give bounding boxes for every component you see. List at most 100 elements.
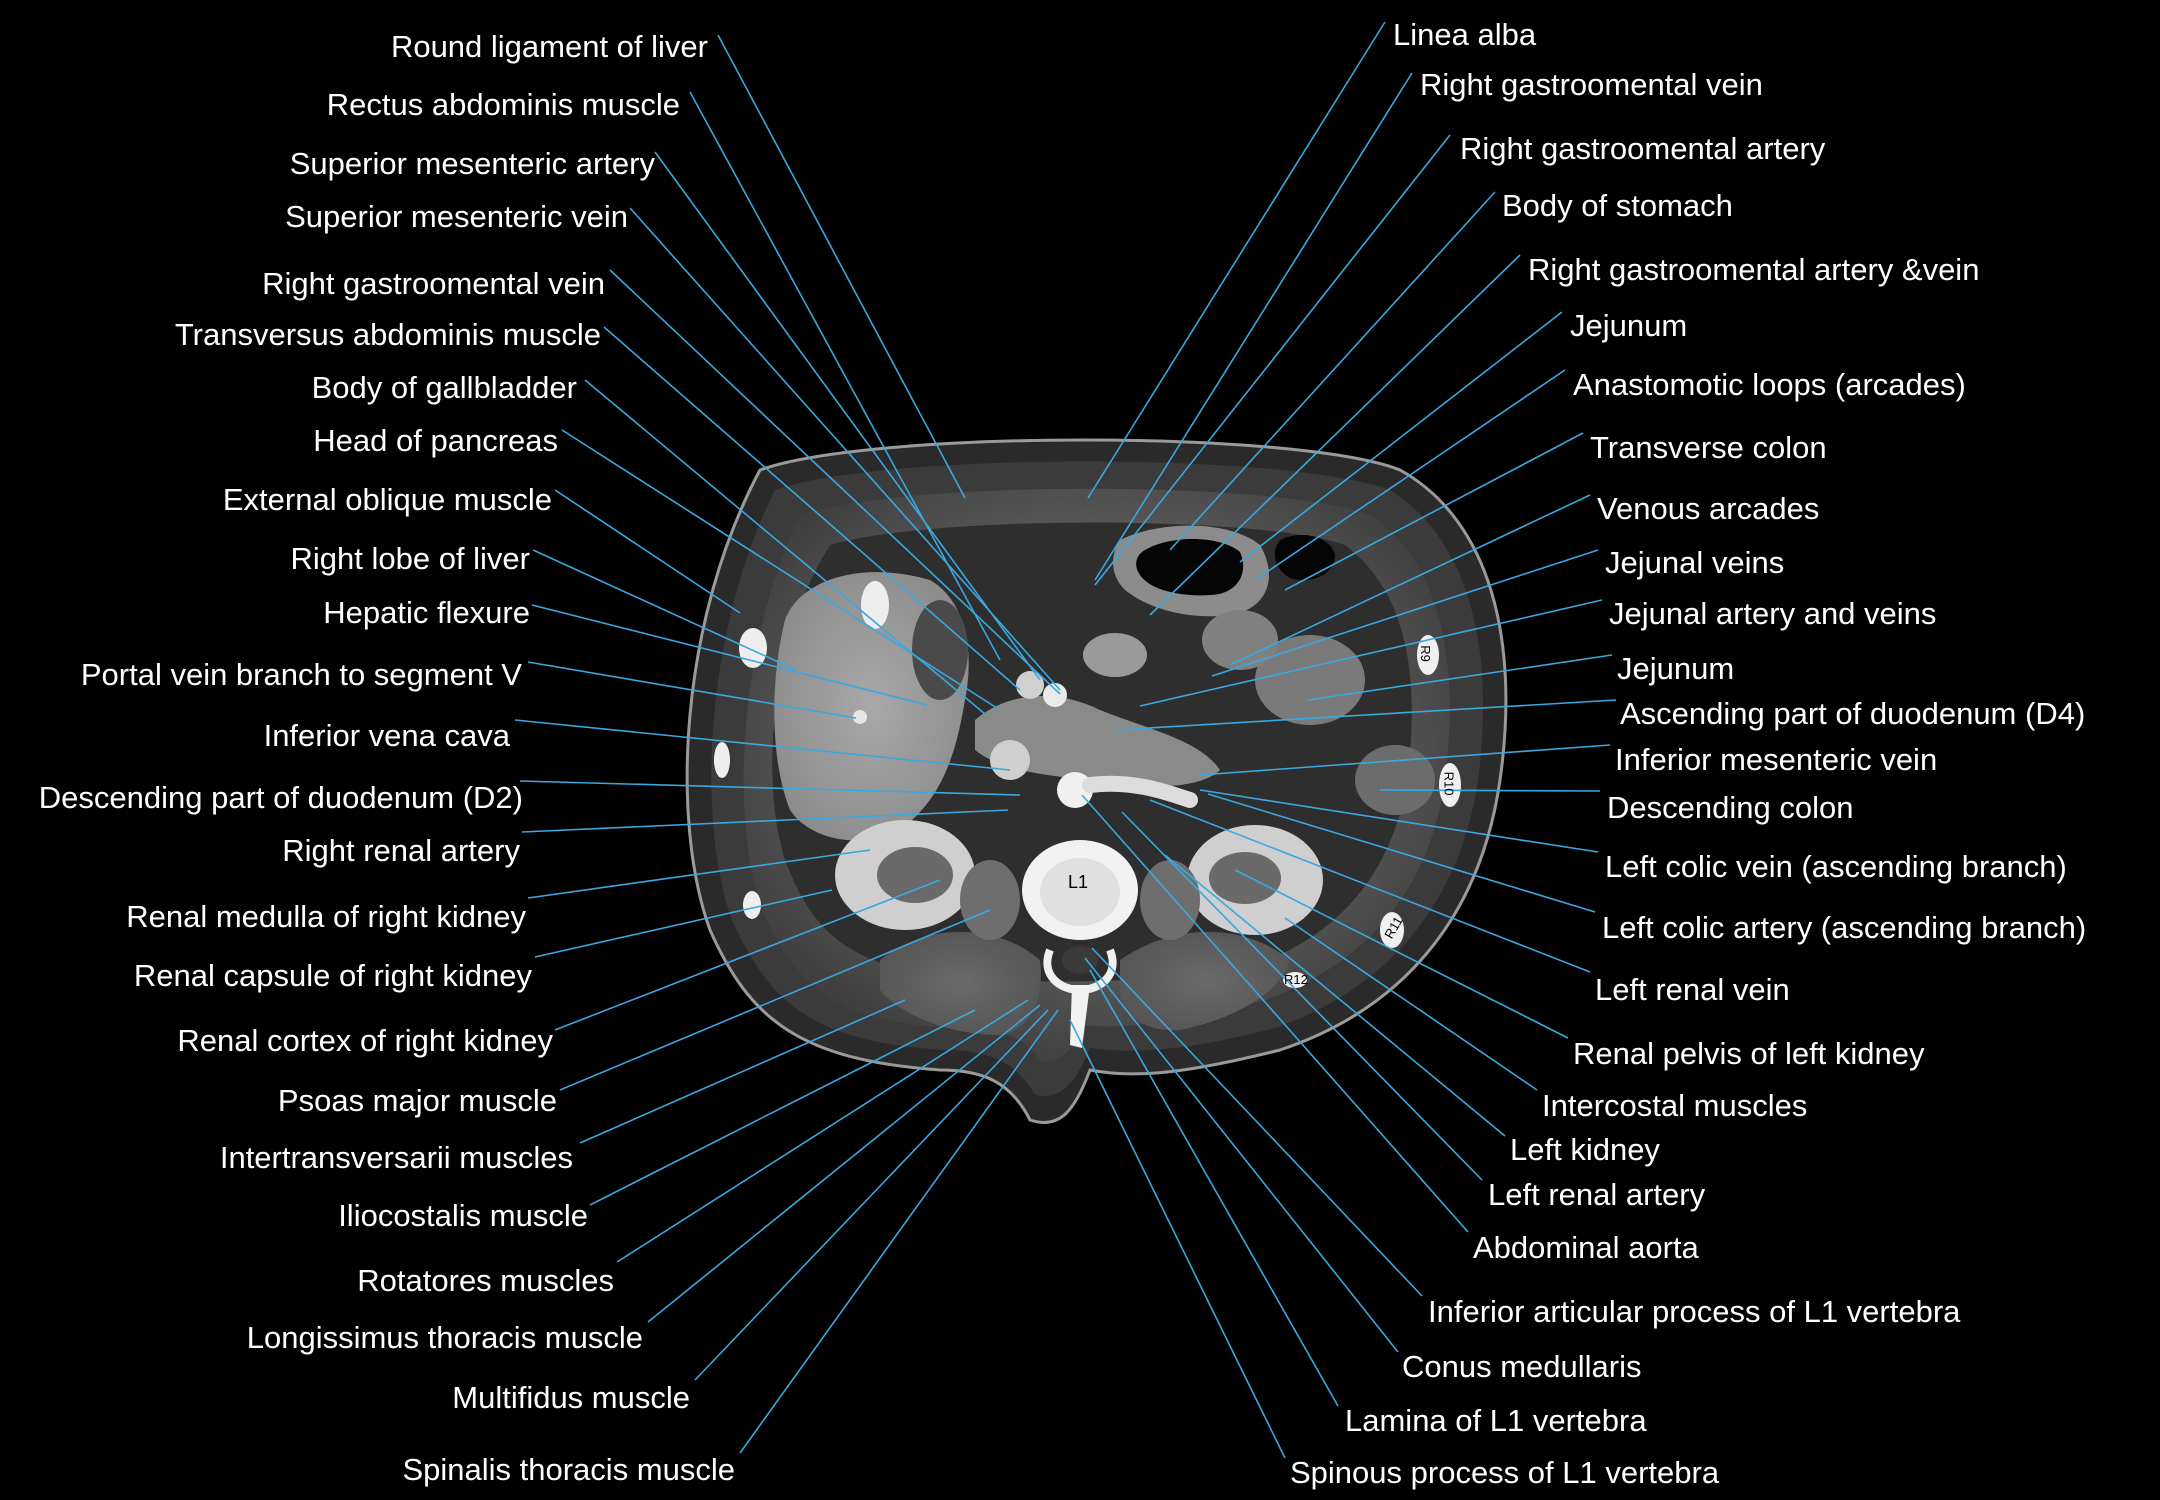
- label-right-gastroomental-vein-r: Right gastroomental vein: [1420, 67, 1763, 102]
- leader-line: [717, 34, 966, 499]
- leader-line: [554, 879, 941, 1031]
- leader-line: [532, 549, 797, 671]
- leader-line: [561, 429, 1001, 711]
- leader-line: [1207, 793, 1596, 913]
- label-intertransversarii-muscles: Intertransversarii muscles: [219, 1140, 573, 1175]
- leader-line: [629, 207, 1061, 691]
- label-intercostal-muscles: Intercostal muscles: [1542, 1088, 1808, 1123]
- label-external-oblique-muscle: External oblique muscle: [222, 482, 552, 517]
- leader-lines: [514, 21, 1617, 1459]
- leader-line: [1139, 599, 1603, 707]
- label-left-colic-vein: Left colic vein (ascending branch): [1605, 849, 2067, 884]
- label-body-of-stomach: Body of stomach: [1502, 188, 1733, 223]
- label-iliocostalis-muscle: Iliocostalis muscle: [338, 1198, 588, 1233]
- label-superior-mesenteric-vein: Superior mesenteric vein: [285, 199, 628, 234]
- label-hepatic-flexure: Hepatic flexure: [323, 595, 530, 630]
- duodenum: [1083, 633, 1147, 677]
- right-kidney-medulla: [877, 847, 953, 903]
- leader-line: [1149, 799, 1591, 973]
- sma: [1043, 683, 1067, 707]
- leader-line: [527, 661, 857, 719]
- label-right-gastroomental-artery: Right gastroomental artery: [1460, 131, 1826, 166]
- rib-mark-r10: R10: [1441, 771, 1457, 796]
- leader-line: [1234, 869, 1569, 1039]
- label-head-of-pancreas: Head of pancreas: [313, 423, 558, 458]
- label-inferior-mesenteric-vein: Inferior mesenteric vein: [1615, 742, 1938, 777]
- label-right-gastroomental-vein: Right gastroomental vein: [262, 266, 605, 301]
- jejunum-loop-2: [1202, 610, 1278, 670]
- leader-line: [534, 889, 833, 958]
- leader-line: [1114, 699, 1617, 731]
- rib-mark-r9: R9: [1417, 645, 1433, 662]
- leader-line: [609, 269, 1061, 695]
- label-transversus-abdominis-muscle: Transversus abdominis muscle: [174, 317, 601, 352]
- leader-line: [1084, 957, 1399, 1353]
- label-renal-cortex-of-right-kidney: Renal cortex of right kidney: [177, 1023, 553, 1058]
- portal-branch: [853, 710, 867, 724]
- rib-right-1: [739, 628, 767, 668]
- label-body-of-gallbladder: Body of gallbladder: [311, 370, 577, 405]
- rib-r11: [1380, 912, 1404, 948]
- leader-line: [1379, 789, 1601, 792]
- leader-line: [1149, 254, 1521, 616]
- leader-line: [1211, 549, 1599, 677]
- leader-line: [1089, 969, 1339, 1407]
- label-inferior-articular-process-of-l1: Inferior articular process of L1 vertebr…: [1428, 1294, 1961, 1329]
- label-jejunal-veins: Jejunal veins: [1605, 545, 1785, 580]
- gallbladder: [912, 600, 968, 700]
- label-portal-vein-branch-to-segment-v: Portal vein branch to segment V: [80, 657, 522, 692]
- leader-line: [694, 1009, 1049, 1381]
- leader-line: [514, 719, 1011, 771]
- label-round-ligament-of-liver: Round ligament of liver: [390, 29, 708, 64]
- leader-line: [1164, 854, 1506, 1137]
- leader-line: [554, 489, 741, 614]
- label-venous-arcades: Venous arcades: [1597, 491, 1820, 526]
- label-rotatores-muscles: Rotatores muscles: [357, 1263, 614, 1298]
- left-renal-vein: [1082, 775, 1198, 808]
- leader-line: [1091, 947, 1423, 1297]
- leader-line: [1229, 494, 1591, 666]
- psoas-left: [1140, 860, 1200, 940]
- descending-colon: [1355, 745, 1435, 815]
- label-ascending-part-of-duodenum-d4: Ascending part of duodenum (D4): [1620, 696, 2086, 731]
- pancreas: [975, 696, 1220, 787]
- vertebral-body-core: [1040, 858, 1120, 926]
- ivc: [990, 740, 1030, 780]
- back-muscles-left: [1120, 931, 1290, 1031]
- label-superior-mesenteric-artery: Superior mesenteric artery: [289, 146, 655, 181]
- leader-line: [1087, 21, 1386, 499]
- label-left-renal-vein: Left renal vein: [1595, 972, 1790, 1007]
- label-longissimus-thoracis-muscle: Longissimus thoracis muscle: [246, 1320, 643, 1355]
- label-psoas-major-muscle: Psoas major muscle: [277, 1083, 557, 1118]
- jejunum-loop: [1255, 635, 1365, 725]
- left-kidney-medulla: [1209, 852, 1281, 904]
- leader-line: [527, 849, 871, 899]
- leader-line: [1069, 1019, 1286, 1459]
- smv: [1016, 671, 1044, 699]
- label-transverse-colon: Transverse colon: [1590, 430, 1827, 465]
- label-descending-part-of-duodenum-d2: Descending part of duodenum (D2): [38, 780, 523, 815]
- label-jejunum-lower: Jejunum: [1617, 651, 1735, 686]
- back-muscles-right: [880, 931, 1041, 1035]
- label-renal-capsule-of-right-kidney: Renal capsule of right kidney: [133, 958, 532, 993]
- rib-right-2: [714, 742, 730, 778]
- leader-line: [519, 780, 1021, 796]
- label-multifidus-muscle: Multifidus muscle: [452, 1380, 690, 1415]
- colon-air: [1274, 535, 1335, 581]
- label-abdominal-aorta: Abdominal aorta: [1473, 1230, 1699, 1265]
- label-spinalis-thoracis-muscle: Spinalis thoracis muscle: [402, 1452, 735, 1487]
- leader-line: [1199, 789, 1599, 853]
- leader-line: [647, 1004, 1041, 1323]
- label-jejunal-artery-and-veins: Jejunal artery and veins: [1609, 596, 1937, 631]
- leader-line: [589, 1009, 976, 1206]
- rib-r9: [1417, 635, 1439, 675]
- label-spinous-process-of-l1-vertebra: Spinous process of L1 vertebra: [1290, 1455, 1720, 1490]
- label-left-colic-artery: Left colic artery (ascending branch): [1602, 910, 2087, 945]
- vertebra-mark: L1: [1068, 872, 1089, 892]
- stomach-air: [1136, 538, 1244, 596]
- rib-r10: [1439, 763, 1461, 807]
- leader-line: [1081, 794, 1469, 1233]
- label-left-renal-artery: Left renal artery: [1488, 1177, 1706, 1212]
